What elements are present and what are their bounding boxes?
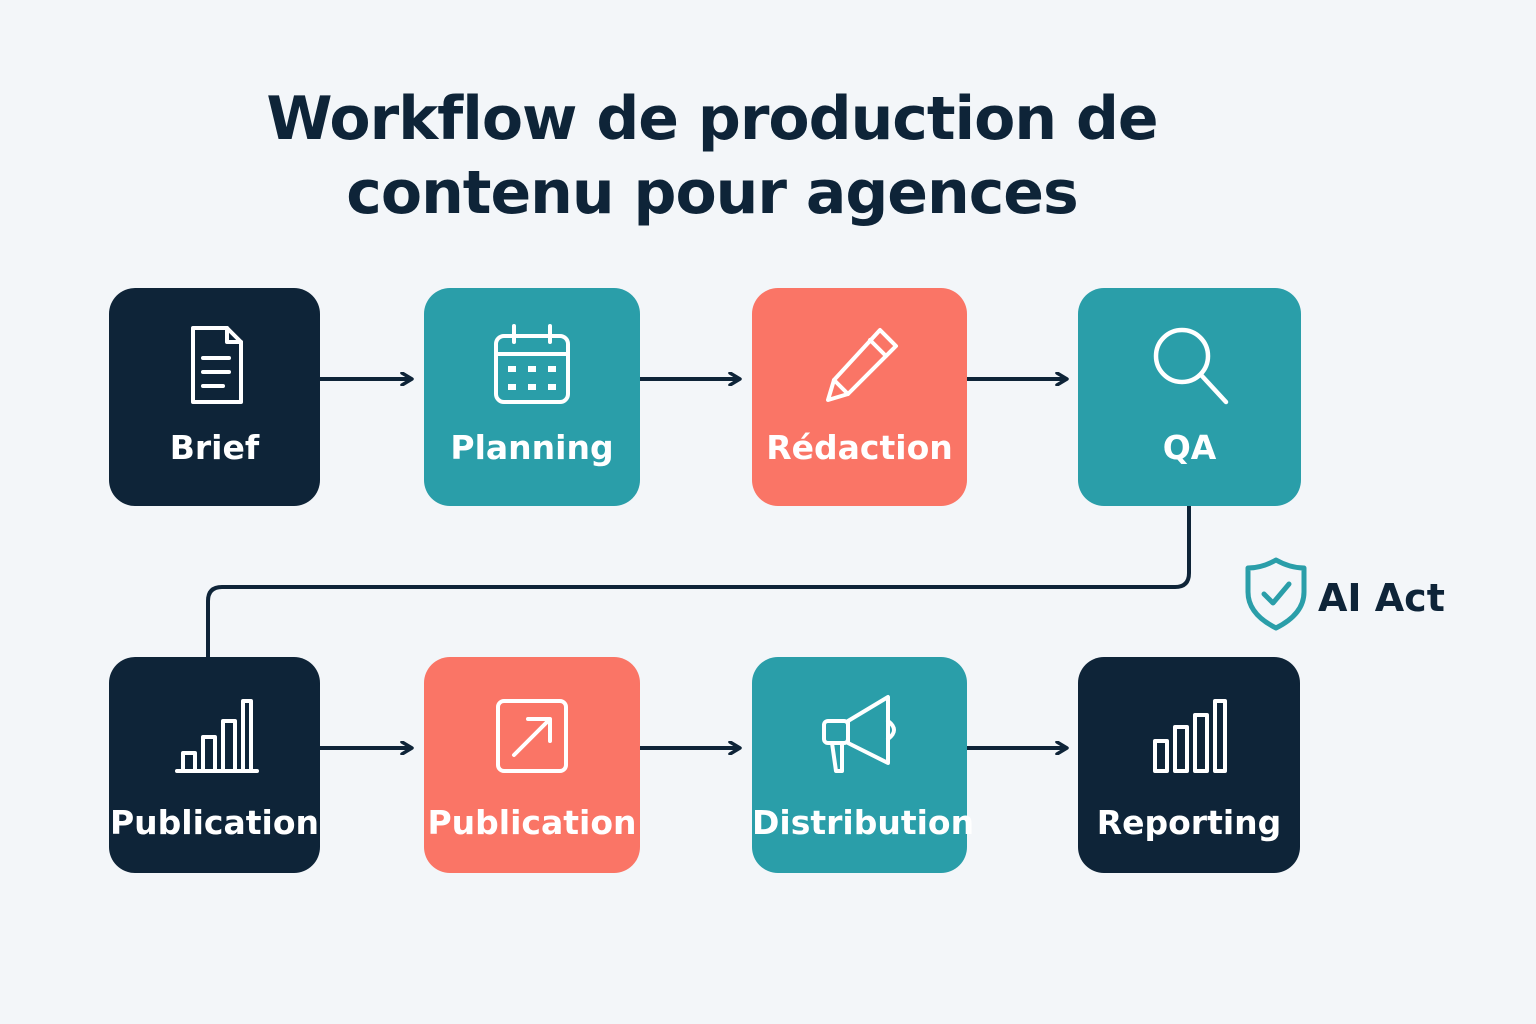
bar-chart-icon <box>1153 699 1227 773</box>
step-label: Publication <box>109 803 319 842</box>
step-publication-stats: Publication <box>109 657 320 873</box>
diagram-title: Workflow de production de contenu pour a… <box>262 82 1162 230</box>
title-line-1: Workflow de production de <box>266 84 1158 154</box>
step-reporting: Reporting <box>1078 657 1300 873</box>
step-label: Rédaction <box>766 428 953 467</box>
pencil-icon <box>825 328 898 402</box>
external-link-icon <box>496 699 568 773</box>
step-label: Publication <box>427 803 637 842</box>
step-brief: Brief <box>109 288 320 506</box>
step-distribution: Distribution <box>752 657 975 873</box>
step-label: Planning <box>450 428 614 467</box>
calendar-icon <box>494 324 570 404</box>
bar-chart-icon <box>174 699 259 773</box>
ai-act-badge: AI Act <box>1244 556 1445 636</box>
title-line-2: contenu pour agences <box>346 158 1078 228</box>
step-planning: Planning <box>424 288 640 506</box>
shield-check-icon <box>1245 557 1307 631</box>
step-qa: QA <box>1078 288 1301 506</box>
connector-qa-publication <box>206 506 1191 657</box>
document-icon <box>190 326 243 404</box>
step-redaction: Rédaction <box>752 288 967 506</box>
megaphone-icon <box>821 695 896 773</box>
ai-act-label: AI Act <box>1318 576 1445 620</box>
step-publication-link: Publication <box>424 657 640 873</box>
step-label: Reporting <box>1096 803 1282 842</box>
step-label: Brief <box>169 428 260 467</box>
step-label: Distribution <box>752 803 975 842</box>
step-label: QA <box>1162 428 1217 467</box>
magnifier-icon <box>1153 327 1228 405</box>
